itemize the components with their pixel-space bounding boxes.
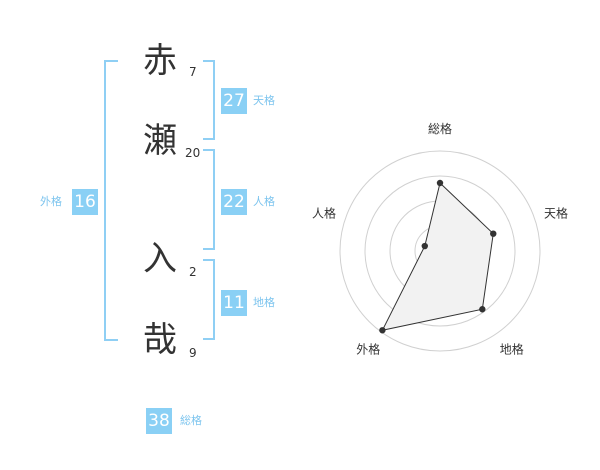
radar-axis-label: 人格 (312, 205, 336, 220)
radar-axis-label: 総格 (428, 121, 452, 136)
name-char-4: 哉 (143, 320, 177, 360)
radar-axis-label: 天格 (544, 205, 568, 220)
tenkaku-badge: 27 (221, 88, 247, 114)
soukaku-label: 総格 (180, 414, 202, 427)
stroke-count-4: 9 (189, 346, 197, 360)
gaikaku-label: 外格 (40, 195, 62, 208)
jinkaku-bracket (203, 149, 215, 250)
stroke-count-1: 7 (189, 65, 197, 79)
jinkaku-badge: 22 (221, 189, 247, 215)
radar-points (379, 179, 497, 334)
gaikaku-badge: 16 (72, 189, 98, 215)
chikaku-label: 地格 (253, 296, 275, 309)
stroke-count-2: 20 (185, 146, 201, 160)
radar-ring (364, 175, 516, 327)
chikaku-badge: 11 (221, 290, 247, 316)
soukaku-badge: 38 (146, 408, 172, 434)
radar-axis-label: 地格 (500, 342, 524, 357)
radar-point (436, 179, 444, 187)
tenkaku-label: 天格 (253, 94, 275, 107)
radar-axis-label: 外格 (356, 342, 380, 357)
radar-point (379, 327, 386, 334)
name-char-3: 入 (143, 239, 177, 279)
name-char-1: 赤 (143, 41, 177, 81)
radar-point (490, 230, 497, 237)
radar-ring (339, 150, 541, 352)
chikaku-bracket (203, 259, 215, 340)
tenkaku-bracket (203, 60, 215, 140)
gaikaku-bracket (104, 60, 118, 341)
radar-point (479, 306, 486, 313)
jinkaku-label: 人格 (253, 195, 275, 208)
name-char-2: 瀬 (143, 121, 177, 161)
radar-polygon (381, 182, 494, 331)
radar-point (421, 242, 428, 250)
stroke-count-3: 2 (189, 265, 197, 279)
